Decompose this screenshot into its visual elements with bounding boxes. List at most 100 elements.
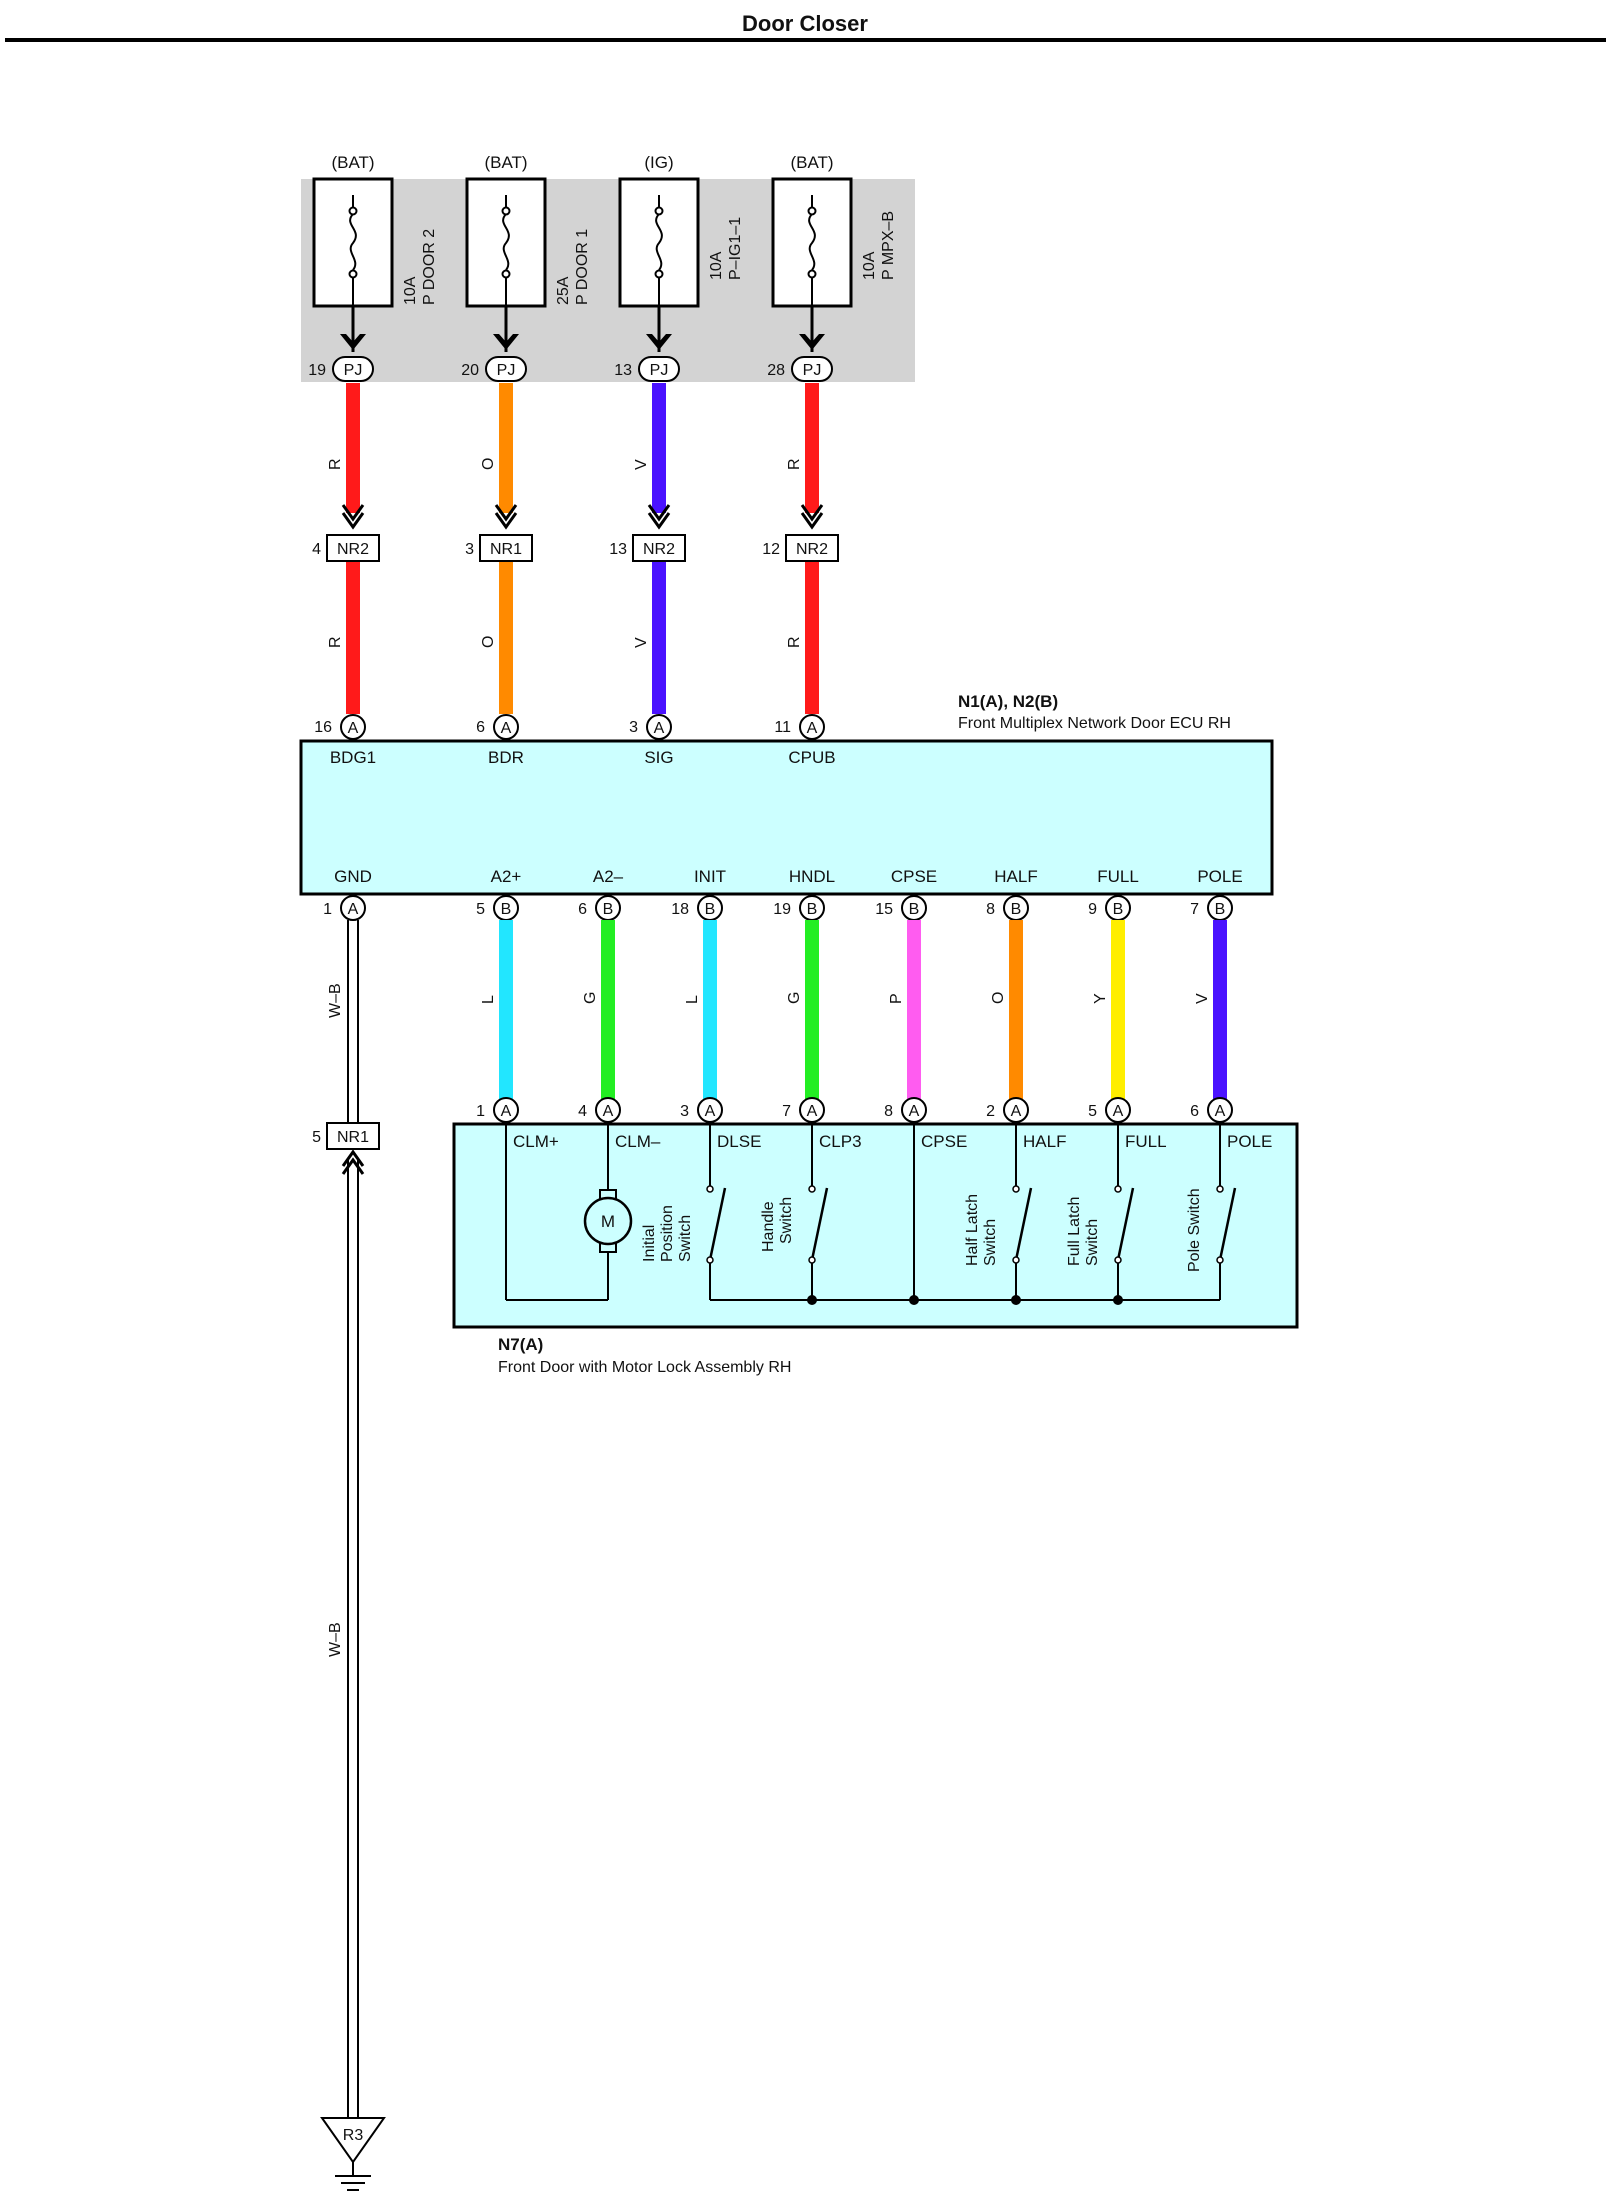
- lower-wire-lock-conn: A: [705, 1103, 716, 1120]
- motor-icon: [583, 1196, 633, 1246]
- wire-init: [703, 920, 717, 1110]
- ground-connector-label: NR1: [337, 1129, 369, 1146]
- lower-wires: 5 B L 1 A 6 B G 4 A 18 B L 3 A 19 B G 7 …: [476, 895, 1233, 1123]
- ground-wire-lower-label: W–B: [327, 1622, 344, 1657]
- lower-wire-color: G: [582, 992, 599, 1004]
- ecu-top-pin-conn: A: [348, 720, 359, 737]
- wire-full: [1111, 920, 1125, 1110]
- ecu-bottom-label: CPSE: [891, 867, 937, 886]
- switch-label-line: Switch: [677, 1215, 694, 1262]
- lock-assembly-box: [452, 1122, 1299, 1329]
- fuse-3-wire-color: V: [633, 459, 650, 470]
- lock-pin-label: CPSE: [921, 1132, 967, 1151]
- lower-wire-lock-pin: 3: [680, 1103, 689, 1120]
- fuse-4-mid-pin: 12: [762, 541, 780, 558]
- switch-label-line: Switch: [778, 1197, 795, 1244]
- lower-wire-ecu-pin: 7: [1190, 901, 1199, 918]
- handle-switch: Handle Switch: [760, 1122, 829, 1300]
- wire-pole: [1213, 920, 1227, 1110]
- ecu-top-label: CPUB: [788, 748, 835, 767]
- lower-wire-ecu-pin: 19: [773, 901, 791, 918]
- fuse-1-wire-lower: [346, 562, 360, 714]
- full-latch-switch: Full Latch Switch: [1066, 1122, 1135, 1300]
- fuse-3-pin: 13: [614, 362, 632, 379]
- switch-label-line: Half Latch: [964, 1194, 981, 1266]
- lower-wire-ecu-conn: B: [705, 901, 716, 918]
- ecu-bottom-label: INIT: [694, 867, 726, 886]
- ecu-name: Front Multiplex Network Door ECU RH: [958, 715, 1231, 732]
- ground-ecu-conn: A: [348, 901, 359, 918]
- lower-wire-lock-pin: 7: [782, 1103, 791, 1120]
- lower-wire-lock-conn: A: [1011, 1103, 1022, 1120]
- fuse-3-connector: [638, 356, 680, 382]
- lower-wire-lock-conn: A: [1215, 1103, 1226, 1120]
- ecu-top-pin-conn: A: [654, 720, 665, 737]
- fuse-3-connector-label: PJ: [650, 362, 669, 379]
- lower-wire-color: Y: [1092, 993, 1109, 1004]
- lower-wire-lock-pin: 4: [578, 1103, 587, 1120]
- lock-pin-label: POLE: [1227, 1132, 1272, 1151]
- lock-pin-label: HALF: [1023, 1132, 1066, 1151]
- lock-pin-label: CLP3: [819, 1132, 862, 1151]
- fuse-2-wire-upper: [499, 383, 513, 513]
- lower-wire-lock-pin: 5: [1088, 1103, 1097, 1120]
- fuse-4-name: P MPX–B: [880, 211, 897, 280]
- lower-wire-ecu-pin: 8: [986, 901, 995, 918]
- ground-path: 1 A W–B 5 NR1 W–B R3: [312, 895, 386, 2191]
- fuse-4-symbol: [808, 213, 816, 271]
- fuse-1-source: (BAT): [331, 153, 374, 172]
- fuse-1-connector: [332, 356, 374, 382]
- ecu-bottom-label: HNDL: [789, 867, 835, 886]
- lower-wire-ecu-conn: B: [603, 901, 614, 918]
- lock-pin-label: CLM–: [615, 1132, 661, 1151]
- fuse-2-symbol: [502, 213, 510, 271]
- wire-half: [1009, 920, 1023, 1110]
- initial-position-switch: Initial Position Switch: [641, 1122, 727, 1300]
- switch-label-line: Switch: [982, 1219, 999, 1266]
- fuse-3: (IG) 10A P–IG1–1 13 PJ V 13 NR2 V: [609, 153, 744, 714]
- ecu-bottom-label: HALF: [994, 867, 1037, 886]
- fuse-1-wire2-color: R: [327, 636, 344, 648]
- wire-cpse: [907, 920, 921, 1110]
- ecu-top-label: BDG1: [330, 748, 376, 767]
- lower-wire-lock-conn: A: [1113, 1103, 1124, 1120]
- switch-label-line: Initial: [641, 1225, 658, 1262]
- ecu-top-pin-number: 16: [314, 719, 332, 736]
- lower-wire-ecu-conn: B: [1215, 901, 1226, 918]
- ecu-top-label: SIG: [644, 748, 673, 767]
- ground-ecu-pin: 1: [323, 901, 332, 918]
- pole-switch: Pole Switch: [1186, 1122, 1237, 1300]
- lock-pin-label: FULL: [1125, 1132, 1167, 1151]
- switch-label-line: Pole Switch: [1186, 1188, 1203, 1272]
- fuse-4-wire2-color: R: [786, 636, 803, 648]
- fuse-2-pin: 20: [461, 362, 479, 379]
- fuse-3-wire2-color: V: [633, 637, 650, 648]
- page-title: Door Closer: [742, 11, 868, 36]
- wire-a2minus: [601, 920, 615, 1110]
- wire-hndl: [805, 920, 819, 1110]
- fuse-2-mid-connector-label: NR1: [490, 541, 522, 558]
- lock-name: Front Door with Motor Lock Assembly RH: [498, 1359, 791, 1376]
- fuse-4-wire-lower: [805, 562, 819, 714]
- lower-wire-ecu-pin: 5: [476, 901, 485, 918]
- fuse-3-symbol: [655, 213, 663, 271]
- lower-wire-ecu-conn: B: [1011, 901, 1022, 918]
- lower-wire-lock-conn: A: [909, 1103, 920, 1120]
- ecu-bottom-label: A2–: [593, 867, 624, 886]
- lower-wire-ecu-pin: 15: [875, 901, 893, 918]
- ground-conn-pin: 5: [312, 1129, 321, 1146]
- switch-label-line: Position: [659, 1205, 676, 1262]
- fuse-2-mid-connector: [479, 534, 533, 562]
- lower-wire-color: L: [684, 995, 701, 1004]
- fuse-3-arrow: [646, 334, 672, 350]
- fuse-2-connector-label: PJ: [497, 362, 516, 379]
- fuse-2: (BAT) 25A P DOOR 1 20 PJ O 3 NR1 O: [461, 153, 591, 714]
- fuse-3-source: (IG): [644, 153, 673, 172]
- ecu-top-pin-number: 6: [476, 719, 485, 736]
- ground-connector: [326, 1122, 380, 1150]
- fuse-1-wire-upper: [346, 383, 360, 513]
- half-latch-switch: Half Latch Switch: [964, 1122, 1033, 1300]
- fuse-1-mid-connector: [326, 534, 380, 562]
- wire-a2plus: [499, 920, 513, 1110]
